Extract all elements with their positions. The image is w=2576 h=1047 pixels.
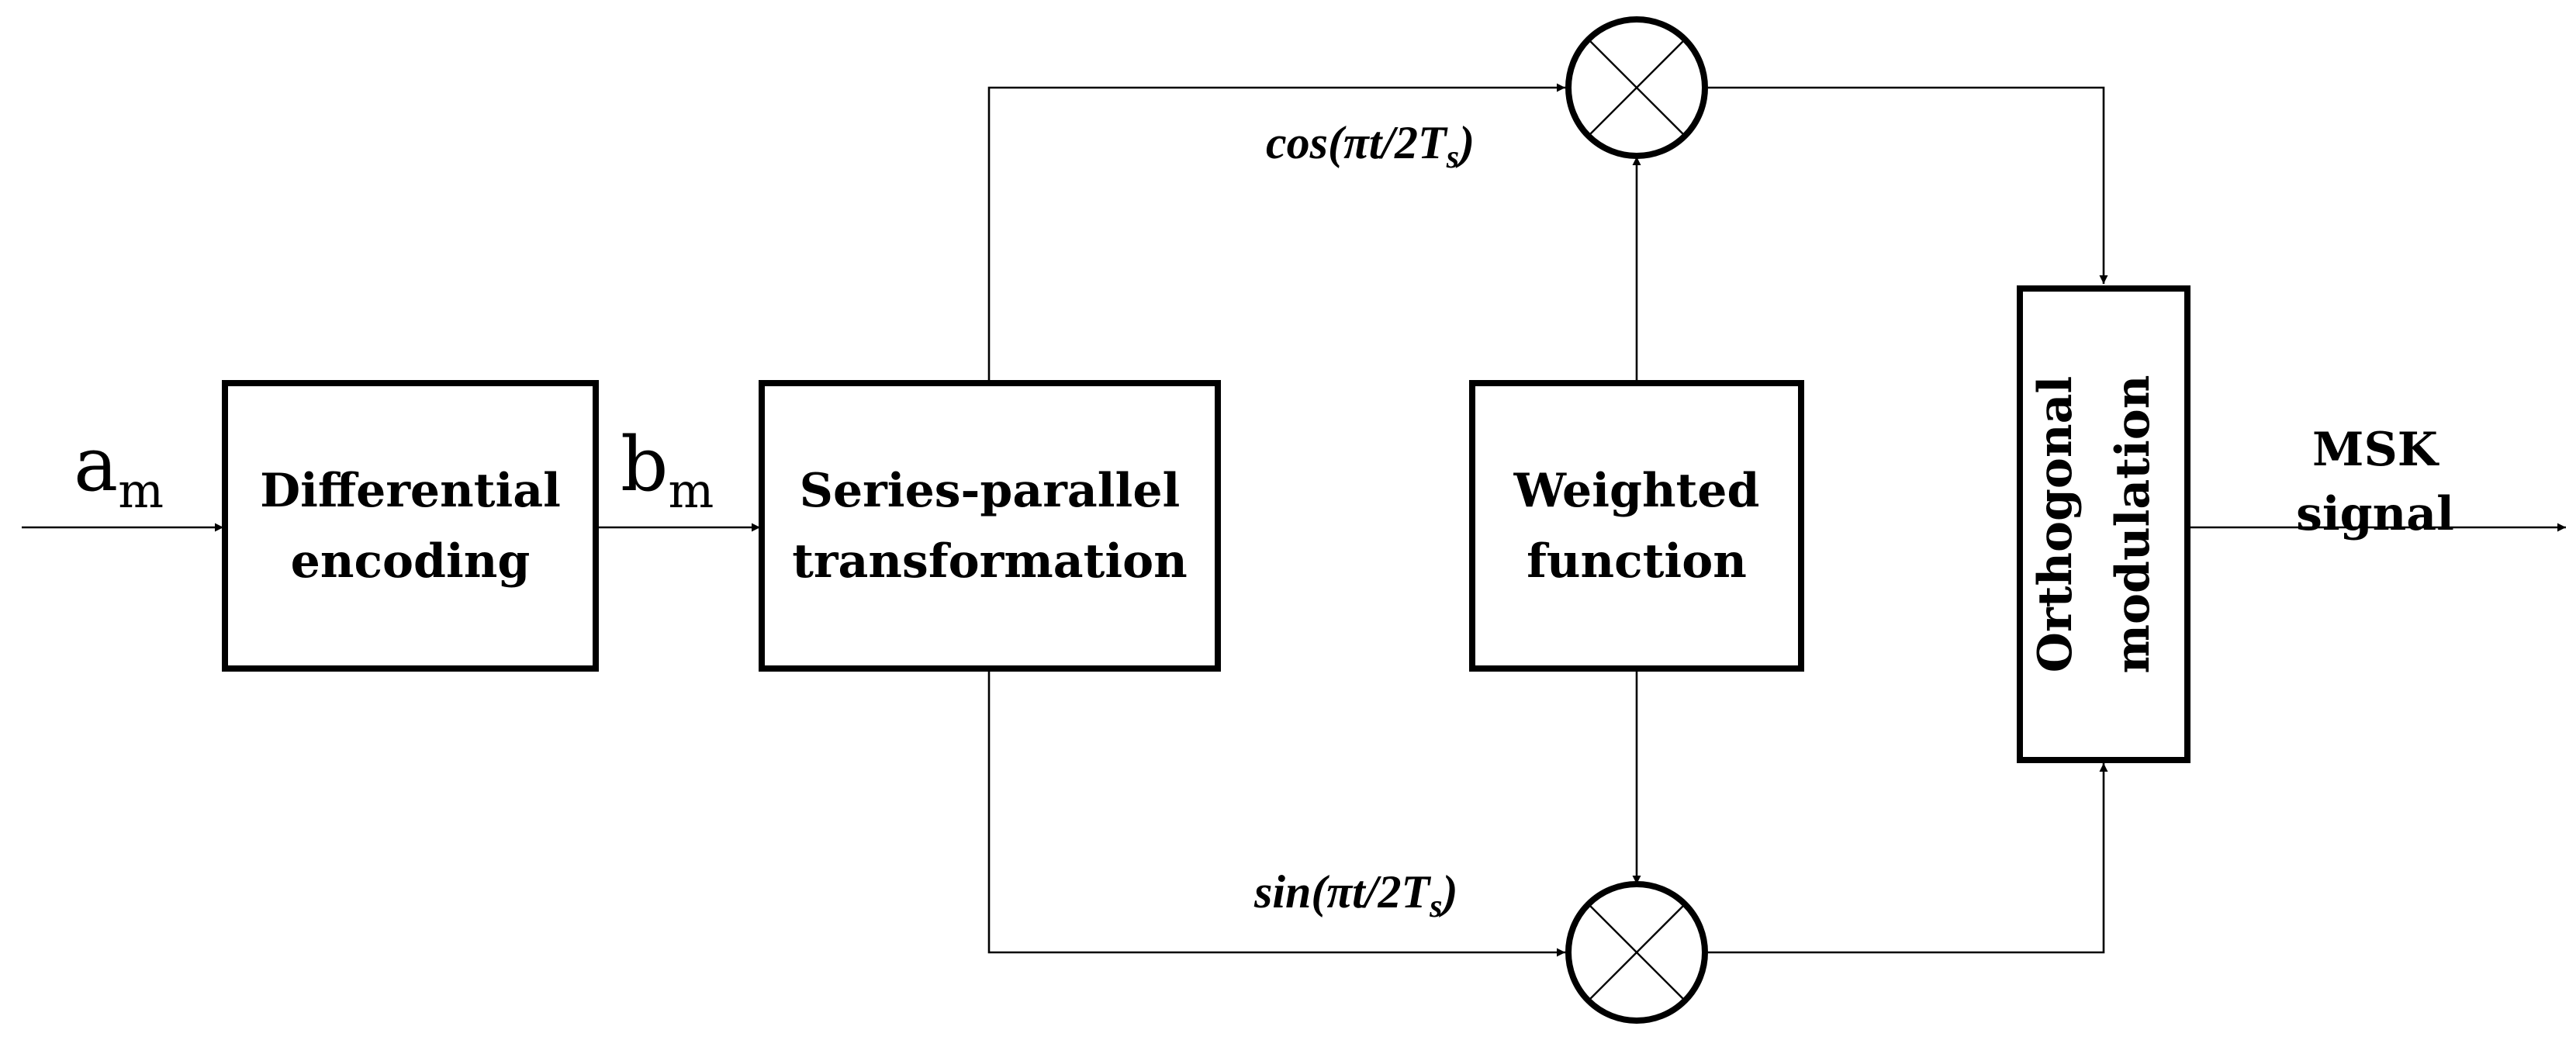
series-parallel-label-line2: transformation	[792, 534, 1188, 589]
orthogonal-modulation-label-line2: modulation	[2106, 375, 2160, 674]
orthogonal-modulation-label-line1: Orthogonal	[2028, 376, 2083, 673]
upper-branch-arrow	[987, 83, 1565, 383]
sin-carrier-label: sin(πt/2Ts)	[1253, 866, 1457, 924]
differential-encoding-label-line1: Differential	[260, 464, 561, 518]
output-label-line1: MSK	[2312, 423, 2439, 477]
series-parallel-block: Series-parallel transformation	[759, 380, 1221, 672]
sin-to-modulation-arrow	[1708, 763, 2108, 954]
weighted-function-block: Weighted function	[1469, 380, 1804, 672]
encoded-signal-label: bm	[621, 421, 714, 519]
cos-carrier-label: cos(πt/2Ts)	[1266, 117, 1475, 175]
differential-encoding-block: Differential encoding	[222, 380, 599, 672]
cos-mixer	[1565, 16, 1708, 159]
orthogonal-modulation-block: Orthogonal modulation	[2017, 285, 2190, 763]
input-signal-label: am	[74, 421, 164, 519]
output-label-line2: signal	[2296, 487, 2454, 541]
series-parallel-label-line1: Series-parallel	[800, 464, 1181, 518]
connections	[22, 83, 2566, 957]
lower-branch-arrow	[987, 669, 1565, 957]
cos-to-modulation-arrow	[1708, 86, 2108, 284]
weighted-function-label-line2: function	[1527, 534, 1747, 589]
weighted-function-label-line1: Weighted	[1513, 464, 1760, 518]
sin-mixer	[1565, 881, 1708, 1024]
differential-encoding-label-line2: encoding	[291, 534, 531, 589]
